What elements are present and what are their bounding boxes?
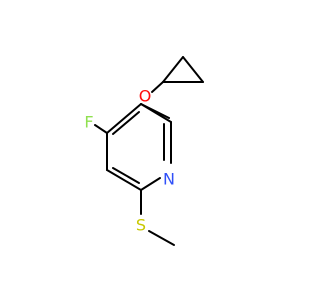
cyclopropyl-ring xyxy=(162,56,204,83)
bond-s-methyl xyxy=(148,230,175,246)
atom-sulfur: S xyxy=(136,216,146,235)
bond-cyclopropyl-2 xyxy=(182,56,204,83)
pyridine-ring xyxy=(106,103,172,191)
molecule-structure: O F N S xyxy=(84,56,204,246)
bond-cyclopropyl-1 xyxy=(162,56,184,83)
atom-label-oxygen: O xyxy=(139,87,152,106)
bond-c4-f xyxy=(94,124,108,134)
atom-oxygen: O xyxy=(139,87,152,106)
bond-o-cyclopropyl xyxy=(151,81,164,93)
bond-c5-c4 xyxy=(106,103,142,134)
bond-c6-c5 xyxy=(140,103,172,123)
atom-label-nitrogen: N xyxy=(163,170,175,189)
atom-label-sulfur: S xyxy=(136,216,146,235)
bond-c2-n1 xyxy=(140,177,161,191)
atom-nitrogen: N xyxy=(163,170,175,189)
atom-label-fluorine: F xyxy=(84,113,93,132)
atom-fluorine: F xyxy=(84,113,93,132)
bond-c3-c2 xyxy=(106,169,142,191)
bond-c5-c4-inner xyxy=(112,111,140,135)
bond-c3-c2-inner xyxy=(112,167,140,184)
